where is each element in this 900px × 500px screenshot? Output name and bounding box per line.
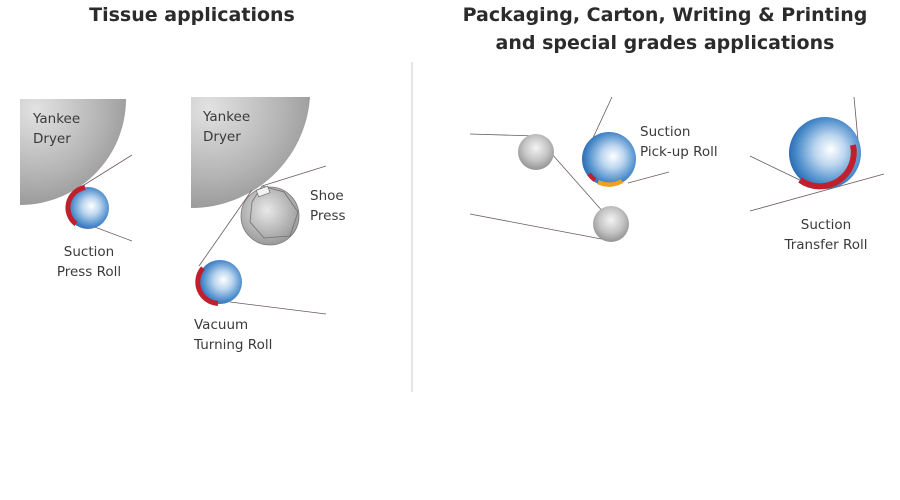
suction-press-roll [67,187,109,229]
pickup-diagram [469,96,670,242]
vacuum-turning-roll [198,260,242,304]
yankee-dryer-2 [191,97,310,209]
felt-line [749,155,809,185]
felt-line [229,301,327,315]
suction-transfer-roll [789,117,861,189]
guide-roll [593,206,629,242]
felt-line [91,225,133,242]
yankee-dryer-1 [20,99,126,205]
yankee-dryer-label-1: Yankee Dryer [33,111,81,147]
packaging-applications-heading-line2: and special grades applications [495,32,835,54]
suction-transfer-roll-label: Suction Transfer Roll [784,217,868,253]
suction-press-roll-label: Suction Press Roll [56,244,122,280]
felt-line [591,96,613,141]
felt-line [75,154,133,191]
suction-zone [587,172,597,182]
tissue-diagram-2 [191,97,327,315]
suction-zone [798,144,857,190]
felt-line [627,171,670,184]
vacuum-turning-roll-label: Vacuum Turning Roll [194,317,273,353]
felt-line [198,189,253,267]
suction-pickup-roll-label: Suction Pick-up Roll [640,124,718,160]
fabric-line [469,213,613,242]
tissue-applications-heading: Tissue applications [89,4,295,26]
yankee-dryer-label-2: Yankee Dryer [203,109,251,145]
felt-line [261,165,327,187]
shoe-element [255,185,271,198]
suction-zone [195,266,219,306]
fabric-line [469,133,537,137]
fabric-line [749,173,885,212]
shoe-press-roll [240,186,300,246]
felt-line [853,96,859,141]
pickup-zone [597,179,624,187]
packaging-applications-heading-line1: Packaging, Carton, Writing & Printing [462,4,868,26]
suction-zone [65,185,86,226]
transfer-diagram [749,96,885,212]
suction-pickup-roll [582,132,636,186]
shoe-press-label: Shoe Press [310,188,346,224]
tissue-diagram-1 [20,99,133,242]
guide-roll [518,134,554,170]
